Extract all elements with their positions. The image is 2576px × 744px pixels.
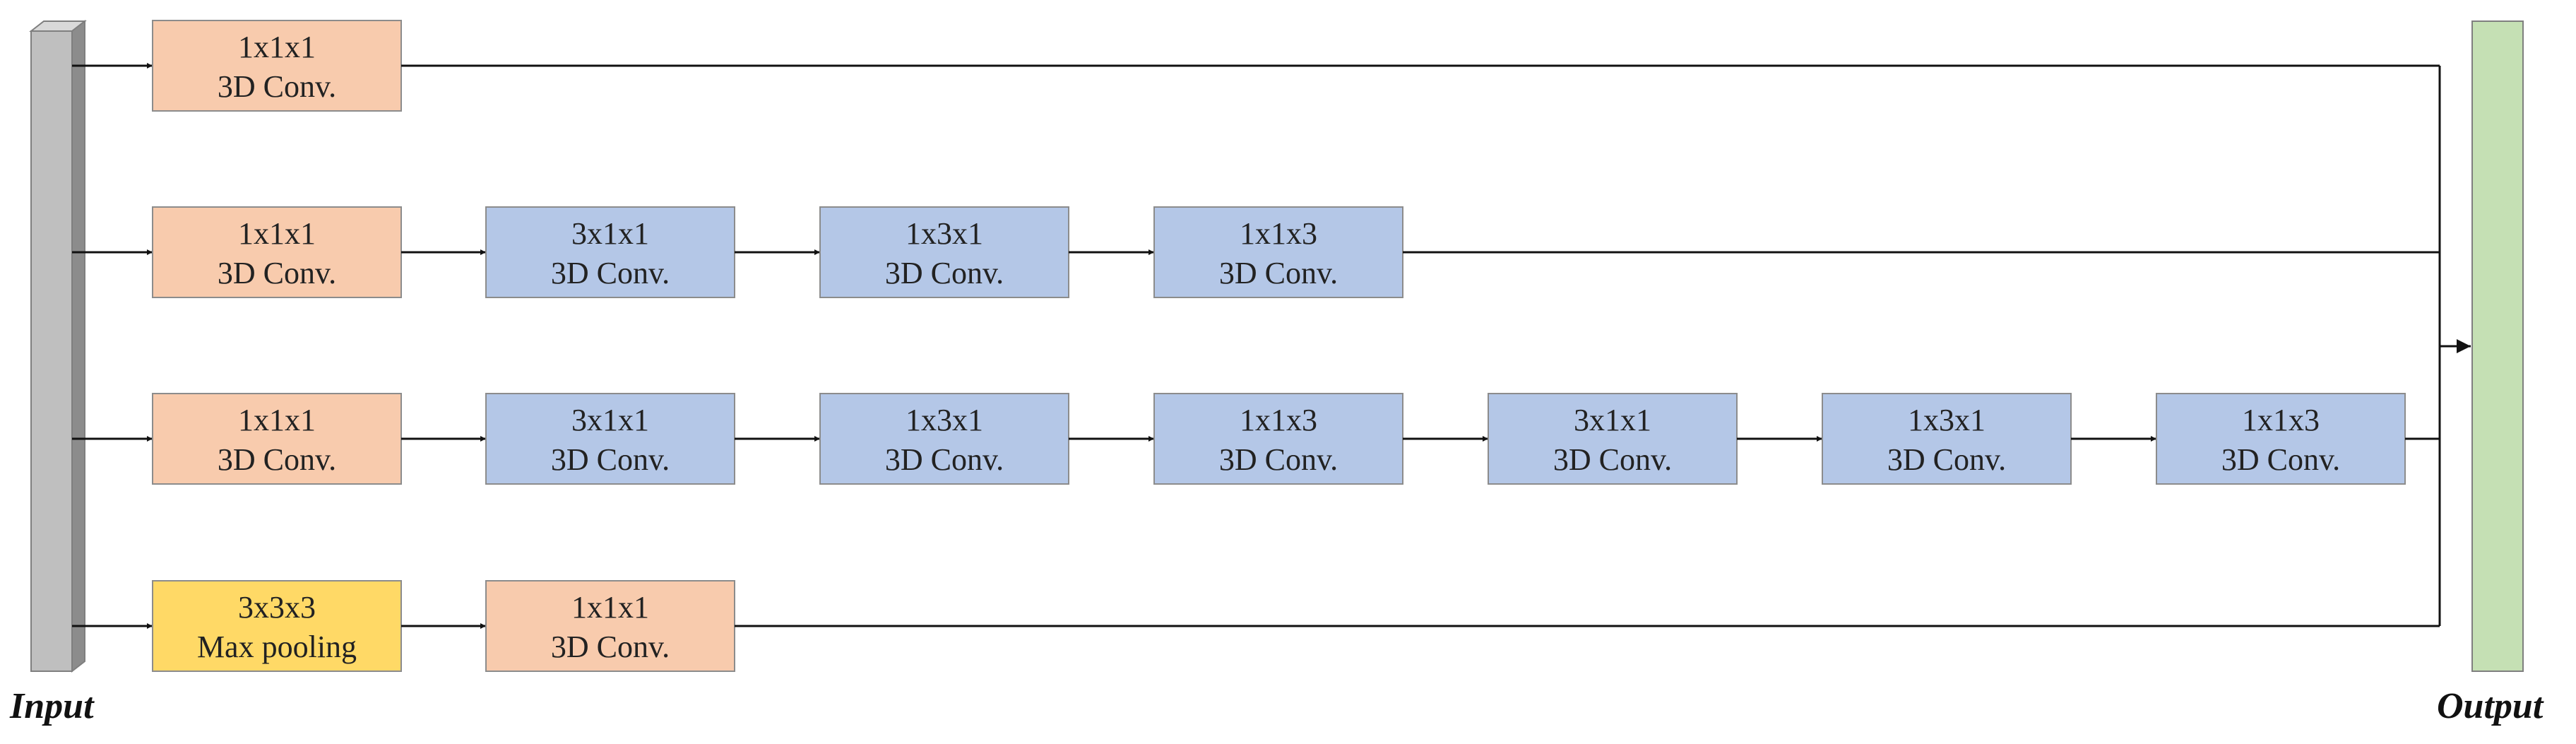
block-label-line2: 3D Conv.	[551, 256, 670, 290]
block-label-line2: 3D Conv.	[218, 69, 336, 104]
input-tensor	[29, 19, 87, 673]
branch-2-block-1	[152, 206, 402, 298]
block-label-line1: 1x1x1	[571, 590, 649, 625]
block-label-line1: 1x3x1	[906, 403, 983, 437]
block-label-line2: Max pooling	[197, 630, 357, 664]
branch-1-block-1	[152, 20, 402, 112]
input-label: Input	[9, 686, 95, 726]
block-label-line1: 1x1x1	[238, 30, 316, 64]
block-label-line1: 1x3x1	[906, 216, 983, 251]
branch-3-block-7	[2156, 393, 2406, 485]
branch-3-block-4	[1153, 393, 1403, 485]
block-label-line1: 1x1x1	[238, 216, 316, 251]
input-tensor-side	[71, 19, 85, 673]
output-tensor	[2471, 20, 2524, 672]
block-label-line1: 3x3x3	[238, 590, 316, 625]
branches: 1x1x1 3D Conv. 1x1x1 3D Conv. 3x1x1 3D Conv. 1…	[72, 20, 2440, 672]
block-label-line1: 1x3x1	[1908, 403, 1986, 437]
block-label-line1: 3x1x1	[571, 403, 649, 437]
block-label-line1: 1x1x3	[1240, 403, 1317, 437]
block-label-line2: 3D Conv.	[2221, 442, 2340, 477]
block-label-line2: 3D Conv.	[885, 256, 1004, 290]
block-label-line1: 1x1x1	[238, 403, 316, 437]
branch-3-block-6	[1822, 393, 2072, 485]
block-label-line2: 3D Conv.	[218, 442, 336, 477]
block-label-line2: 3D Conv.	[1219, 442, 1338, 477]
block-label-line2: 3D Conv.	[218, 256, 336, 290]
block-label-line1: 3x1x1	[571, 216, 649, 251]
block-label-line2: 3D Conv.	[1553, 442, 1672, 477]
block-label-line1: 1x1x3	[1240, 216, 1317, 251]
block-label-line1: 3x1x1	[1574, 403, 1651, 437]
input-tensor-front	[30, 30, 73, 672]
branch-3-block-2	[485, 393, 735, 485]
branch-4-block-2	[485, 580, 735, 672]
block-label-line1: 1x1x3	[2242, 403, 2320, 437]
block-label-line2: 3D Conv.	[551, 630, 670, 664]
branch-3-block-5	[1488, 393, 1738, 485]
branch-4-block-1	[152, 580, 402, 672]
branch-2-block-3	[819, 206, 1069, 298]
block-label-line2: 3D Conv.	[885, 442, 1004, 477]
output-label: Output	[2437, 686, 2544, 726]
branch-2-block-2	[485, 206, 735, 298]
branch-3-block-3	[819, 393, 1069, 485]
block-label-line2: 3D Conv.	[1887, 442, 2006, 477]
block-label-line2: 3D Conv.	[1219, 256, 1338, 290]
block-label-line2: 3D Conv.	[551, 442, 670, 477]
branch-2-block-4	[1153, 206, 1403, 298]
